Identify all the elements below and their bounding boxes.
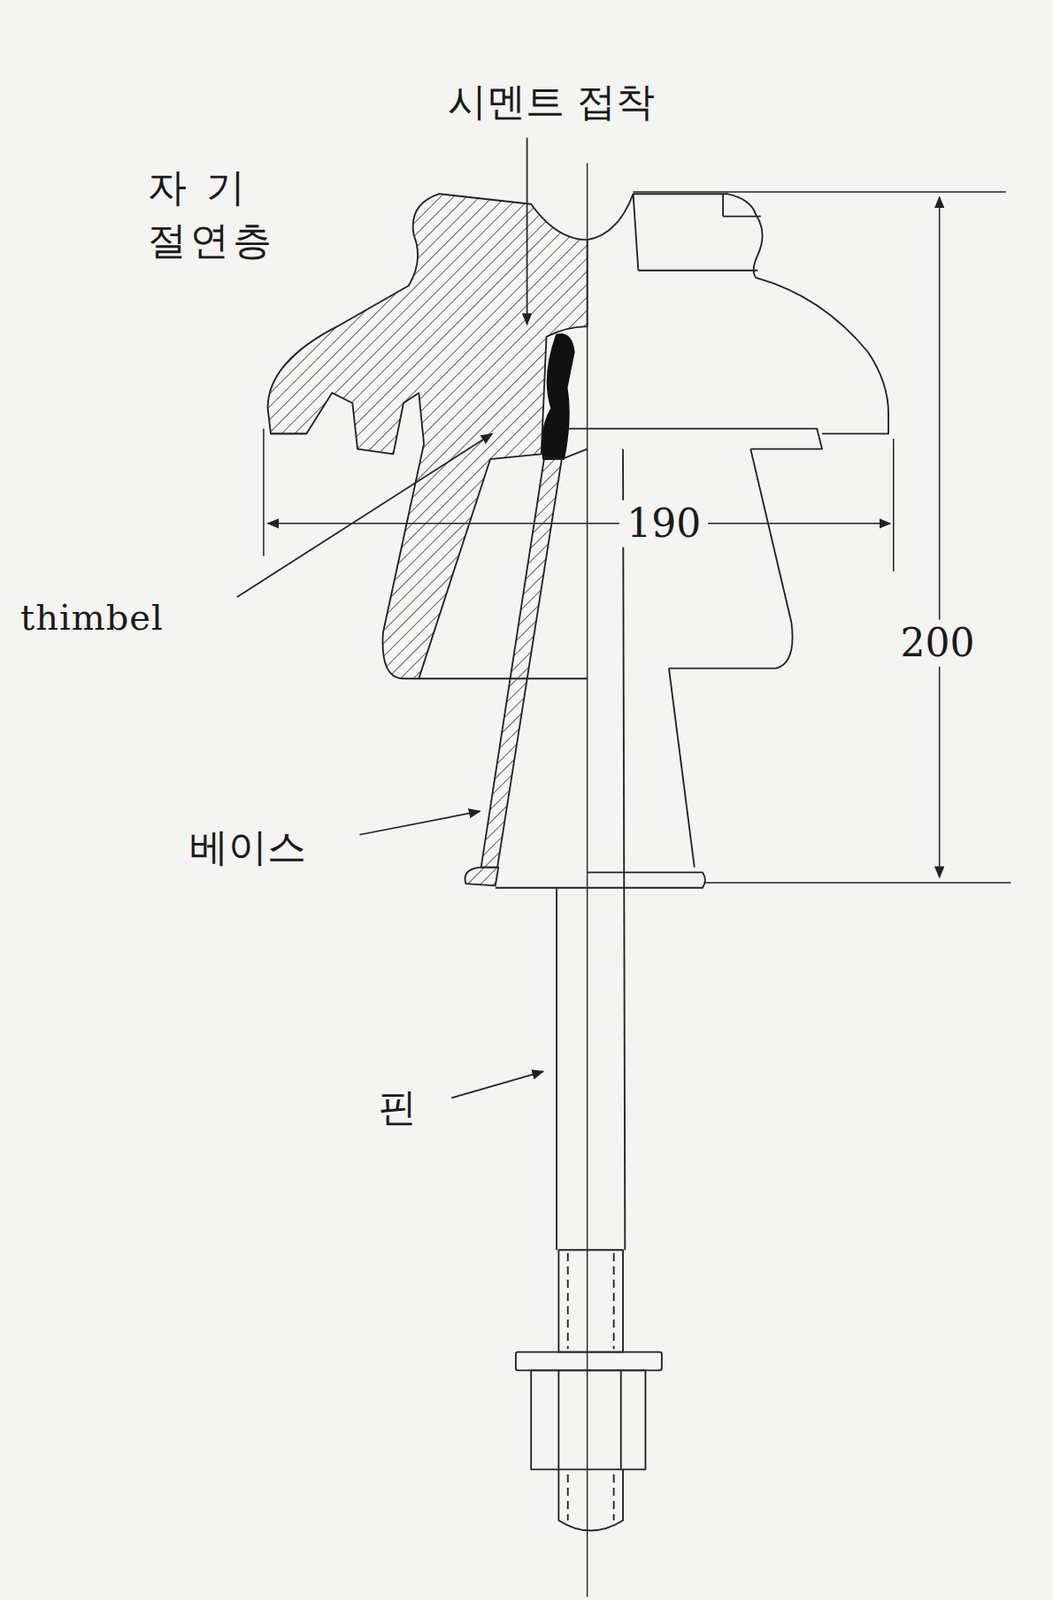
cement-layer [542, 334, 575, 460]
base-thimble [481, 457, 562, 869]
dimension-label: 190 [619, 500, 708, 548]
center-axis [586, 163, 588, 1599]
porcelain-outline [587, 193, 889, 434]
part-label: 시멘트 접착 [447, 78, 655, 126]
pin [515, 449, 662, 1532]
leader-lines [237, 138, 544, 1100]
part-label: 자 기 절연층 [147, 161, 281, 267]
part-label: 핀 [377, 1084, 417, 1132]
part-label: 베이스 [189, 824, 307, 872]
dimension-label: 200 [893, 620, 983, 668]
part-label: thimbel [20, 596, 164, 639]
dimension-lines [263, 192, 1012, 884]
